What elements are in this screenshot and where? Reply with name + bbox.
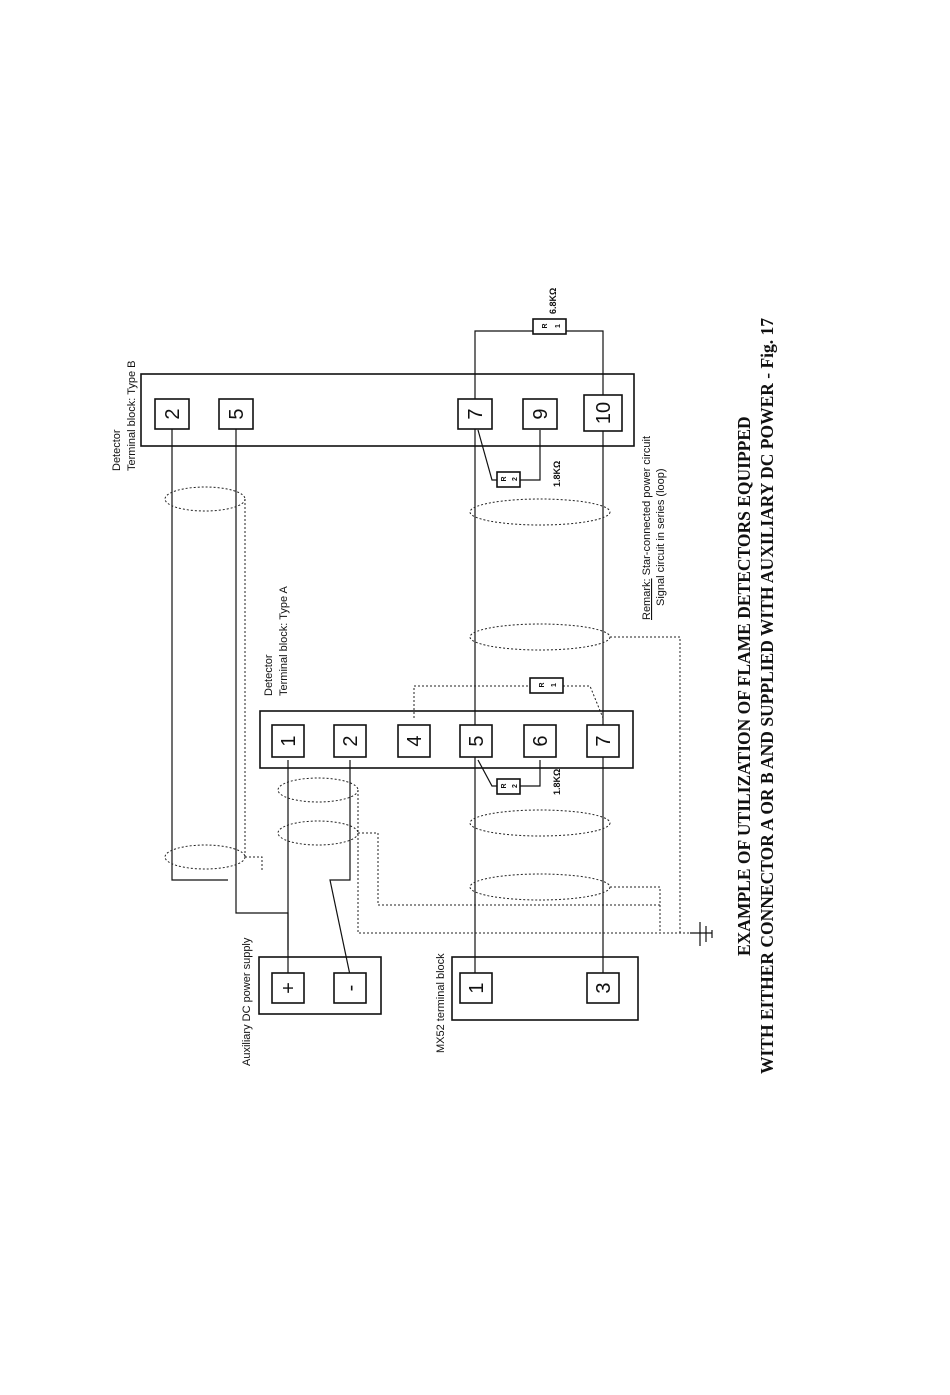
svg-text:7: 7 bbox=[465, 408, 487, 419]
resistor-r1-type-b: R 1 6.8KΩ bbox=[532, 288, 567, 335]
type-a-terminal-1: 1 bbox=[271, 724, 305, 758]
svg-text:5: 5 bbox=[226, 408, 248, 419]
shield-sig-b bbox=[610, 636, 681, 933]
type-a-terminal-5: 5 bbox=[459, 724, 493, 758]
svg-text:R: R bbox=[501, 783, 508, 788]
shield-oval-aux-2 bbox=[277, 820, 359, 846]
shield-r1a bbox=[413, 685, 530, 718]
resistor-r2-type-b: R 2 1.8KΩ bbox=[496, 461, 562, 488]
mx52-terminal-3: 3 bbox=[586, 972, 620, 1004]
resistor-r2-type-a: R 2 1.8KΩ bbox=[496, 769, 562, 795]
svg-text:2: 2 bbox=[512, 477, 519, 481]
type-b-terminal-5: 5 bbox=[218, 398, 254, 430]
mx52-terminal-block bbox=[451, 956, 639, 1021]
svg-text:-: - bbox=[340, 985, 362, 992]
svg-text:5: 5 bbox=[466, 735, 488, 746]
svg-text:1.8KΩ: 1.8KΩ bbox=[552, 769, 562, 795]
shield-aux2 bbox=[358, 832, 660, 906]
svg-text:R: R bbox=[539, 682, 546, 687]
svg-text:1: 1 bbox=[466, 982, 488, 993]
svg-text:R: R bbox=[542, 323, 549, 328]
type-a-terminal-7: 7 bbox=[586, 724, 620, 758]
remark: Remark: Star-connected power circuit Sig… bbox=[641, 436, 667, 620]
wire-r2b bbox=[477, 429, 497, 481]
shield-b-down bbox=[245, 856, 263, 870]
shield-oval-b-top bbox=[164, 486, 246, 512]
type-a-terminal-2: 2 bbox=[333, 724, 367, 758]
shield-r1a2 bbox=[563, 685, 604, 719]
aux-power-block bbox=[258, 956, 382, 1015]
shield-oval-sig-a2 bbox=[469, 873, 611, 901]
ground-icon bbox=[699, 922, 713, 946]
shield-oval-sig-b1 bbox=[469, 498, 611, 526]
svg-text:6: 6 bbox=[530, 735, 552, 746]
remark-prefix: Remark: bbox=[641, 578, 653, 620]
wire-r1b bbox=[474, 330, 533, 400]
svg-text:R: R bbox=[501, 476, 508, 481]
svg-text:4: 4 bbox=[404, 735, 426, 746]
mx52-terminal-1: 1 bbox=[459, 972, 493, 1004]
wire-r2a bbox=[477, 759, 497, 787]
shield-oval-sig-b2 bbox=[469, 623, 611, 651]
type-b-terminal-9: 9 bbox=[522, 398, 558, 430]
svg-text:Remark: Star-connected power c: Remark: Star-connected power circuit bbox=[641, 436, 653, 620]
type-a-terminal-4: 4 bbox=[397, 724, 431, 758]
svg-text:2: 2 bbox=[340, 735, 362, 746]
aux-power-label: Auxiliary DC power supply bbox=[241, 937, 253, 1066]
type-b-terminal-10: 10 bbox=[583, 394, 623, 432]
caption-line2: WITH EITHER CONNECTOR A OR B AND SUPPLIE… bbox=[757, 318, 777, 1074]
shield-sig-a bbox=[610, 886, 661, 933]
mx52-label: MX52 terminal block bbox=[435, 953, 447, 1053]
svg-text:1: 1 bbox=[278, 735, 300, 746]
wire-b2 bbox=[171, 428, 228, 881]
svg-text:2: 2 bbox=[512, 784, 519, 788]
type-b-terminal-2: 2 bbox=[154, 398, 190, 430]
svg-text:7: 7 bbox=[593, 735, 615, 746]
detector-b-label-2: Terminal block: Type B bbox=[126, 361, 138, 471]
svg-text:1: 1 bbox=[555, 324, 562, 328]
shield-oval-aux-1 bbox=[277, 777, 359, 803]
svg-text:6.8KΩ: 6.8KΩ bbox=[548, 288, 558, 314]
wire-a2 bbox=[329, 760, 351, 976]
remark-line2: Signal circuit in series (loop) bbox=[655, 468, 667, 606]
svg-text:2: 2 bbox=[162, 408, 184, 419]
type-a-terminal-6: 6 bbox=[523, 724, 557, 758]
wire-r2a2 bbox=[520, 760, 541, 787]
shield-wiring bbox=[164, 486, 712, 934]
type-b-terminal-7: 7 bbox=[457, 398, 493, 430]
svg-text:9: 9 bbox=[530, 408, 552, 419]
svg-text:+: + bbox=[278, 982, 300, 994]
svg-text:1: 1 bbox=[551, 683, 558, 687]
aux-terminal-plus: + bbox=[271, 972, 305, 1004]
detector-b-label-1: Detector bbox=[111, 429, 123, 471]
resistor-r1-type-a: R 1 bbox=[529, 677, 564, 694]
svg-text:1.8KΩ: 1.8KΩ bbox=[552, 461, 562, 487]
detector-type-b-block bbox=[140, 373, 635, 447]
detector-a-label-2: Terminal block: Type A bbox=[278, 585, 290, 696]
remark-line1: Star-connected power circuit bbox=[641, 436, 653, 578]
detector-type-a-block bbox=[259, 710, 634, 769]
detector-a-label-1: Detector bbox=[263, 654, 275, 696]
wire-r1b2 bbox=[566, 330, 604, 400]
svg-text:3: 3 bbox=[593, 982, 615, 993]
aux-terminal-minus: - bbox=[333, 972, 367, 1004]
shield-aux bbox=[357, 790, 690, 934]
caption-line1: EXAMPLE OF UTILIZATION OF FLAME DETECTOR… bbox=[734, 416, 754, 956]
shield-oval-sig-a1 bbox=[469, 809, 611, 837]
svg-text:10: 10 bbox=[593, 402, 615, 424]
wire-r2b2 bbox=[520, 430, 541, 481]
shield-oval-b-bottom bbox=[164, 844, 246, 870]
